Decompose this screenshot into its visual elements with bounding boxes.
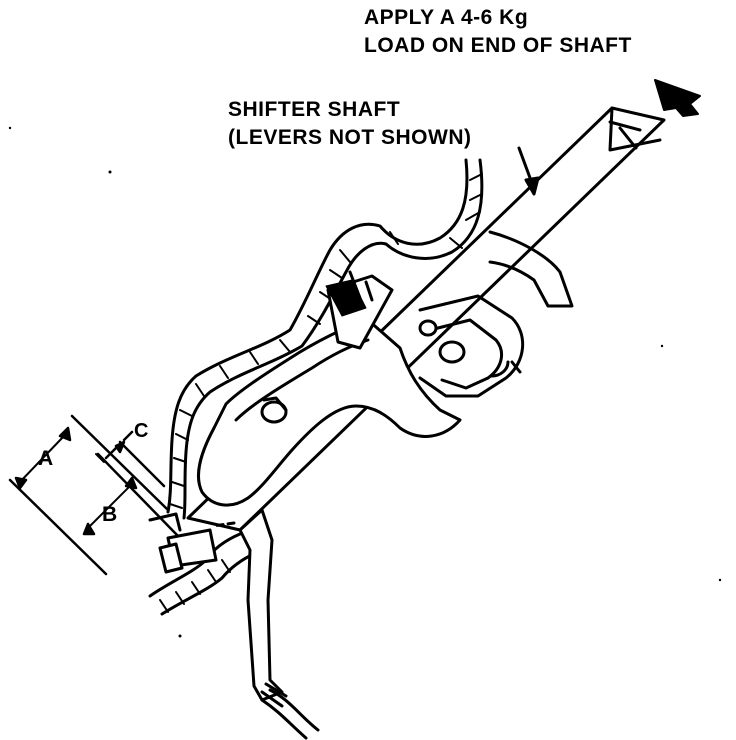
shift-bracket — [196, 270, 525, 507]
dimension-label-a: A — [38, 447, 54, 470]
shaft-end-bushing — [148, 512, 218, 574]
lower-lever-arm — [238, 508, 320, 740]
housing-hatching-lower — [159, 559, 231, 613]
dimension-label-c: C — [134, 420, 149, 442]
scan-specks — [8, 126, 722, 638]
dimension-lines — [8, 414, 180, 576]
load-arrow-icon — [654, 79, 701, 117]
load-instruction-line-2: LOAD ON END OF SHAFT — [364, 34, 632, 57]
shifter-shaft-label: SHIFTER SHAFT — [228, 98, 401, 121]
housing-hatching — [169, 173, 483, 509]
load-instruction-line-1: APPLY A 4-6 Kg — [364, 6, 529, 29]
shaft-leader-arrowhead — [524, 176, 540, 196]
levers-not-shown-note: (LEVERS NOT SHOWN) — [228, 126, 472, 149]
dimension-label-b: B — [102, 503, 118, 526]
transmission-housing — [148, 158, 574, 616]
